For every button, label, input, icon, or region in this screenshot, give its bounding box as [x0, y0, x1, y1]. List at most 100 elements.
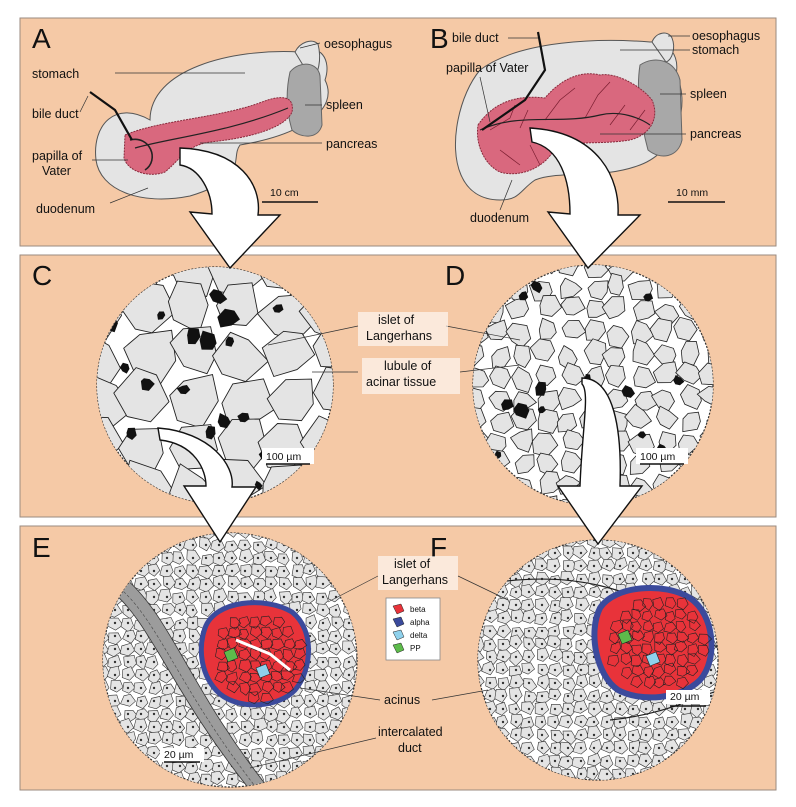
acinar-lobule	[509, 428, 533, 453]
acinar-lobule	[513, 344, 532, 369]
islet-cell	[249, 672, 262, 683]
cell-nucleus	[566, 707, 570, 711]
arrow-b-to-d	[529, 127, 642, 270]
acinar-cell	[560, 609, 573, 623]
acinar-cell	[521, 609, 537, 624]
cell-nucleus	[178, 699, 182, 703]
cell-nucleus	[592, 577, 596, 581]
cell-nucleus	[178, 582, 182, 586]
cell-nucleus	[592, 551, 596, 555]
cell-nucleus	[321, 634, 325, 638]
acinar-cell	[546, 558, 561, 574]
cell-nucleus	[165, 725, 169, 729]
cell-nucleus	[191, 608, 195, 612]
cell-nucleus	[295, 764, 299, 768]
cell-nucleus	[178, 621, 182, 625]
islet-cell	[664, 597, 677, 609]
cell-nucleus	[566, 603, 570, 607]
label-bile-duct-b: bile duct	[452, 31, 499, 45]
cell-nucleus	[153, 791, 155, 793]
cell-nucleus	[657, 720, 661, 724]
islet-cell	[631, 665, 645, 677]
islet-cell	[663, 662, 677, 675]
cell-nucleus	[139, 569, 143, 573]
cell-nucleus	[644, 746, 648, 750]
cell-nucleus	[488, 668, 492, 672]
islet-cell	[272, 616, 286, 628]
cell-nucleus	[592, 668, 596, 672]
cell-nucleus	[488, 694, 492, 698]
cell-nucleus	[566, 642, 570, 646]
cell-nucleus	[709, 694, 713, 698]
acinar-cell	[239, 533, 251, 539]
acinar-lobule	[312, 366, 333, 412]
islet-cell	[259, 615, 273, 627]
acinar-cell	[559, 741, 575, 757]
islet-cell	[653, 677, 666, 689]
cell-nucleus	[126, 634, 130, 638]
acinar-cell	[266, 719, 280, 733]
duodenum-loop-a	[129, 138, 154, 171]
cell-nucleus	[256, 712, 260, 716]
acinar-lobule	[539, 470, 562, 495]
cell-nucleus	[283, 791, 285, 793]
acinar-lobule	[490, 411, 515, 435]
islet-cell	[271, 659, 285, 674]
legend-swatch-delta	[392, 629, 405, 641]
pancreas-shape-b	[476, 73, 656, 175]
cell-nucleus	[592, 746, 596, 750]
cell-nucleus	[178, 556, 182, 560]
cell-nucleus	[592, 540, 596, 542]
acinar-cell	[572, 700, 589, 714]
cell-nucleus	[553, 746, 557, 750]
cell-nucleus	[139, 647, 143, 651]
acinar-cell	[588, 585, 603, 599]
islet-cell	[664, 653, 676, 667]
cell-nucleus	[309, 791, 311, 793]
islet-cell	[227, 660, 238, 673]
islet-cell	[642, 620, 655, 632]
cell-nucleus	[631, 577, 635, 581]
cell-nucleus	[566, 720, 570, 724]
islet-cell	[607, 654, 620, 667]
cell-nucleus	[217, 777, 221, 781]
acinar-cell	[200, 553, 216, 566]
label-spleen-b: spleen	[690, 87, 727, 101]
cell-nucleus	[709, 681, 713, 685]
acinar-cell	[292, 577, 307, 592]
acinar-cell	[587, 753, 602, 767]
acinar-cell	[276, 553, 290, 566]
cell-nucleus	[269, 712, 273, 716]
cell-nucleus	[321, 621, 325, 625]
acinar-lobule	[675, 361, 703, 385]
islet-cell	[651, 665, 665, 679]
islet-cell	[687, 632, 700, 644]
cell-nucleus	[644, 707, 648, 711]
acinar-cell	[162, 575, 176, 590]
acinar-cell	[144, 655, 159, 670]
acinar-cell	[548, 648, 565, 663]
cell-nucleus	[165, 699, 169, 703]
acinar-lobule	[652, 361, 679, 384]
cell-nucleus	[514, 603, 518, 607]
acinar-lobule	[605, 364, 626, 388]
acinar-cell	[290, 732, 306, 748]
acinar-lobule	[649, 318, 673, 343]
islet-dot	[643, 293, 654, 302]
cell-nucleus	[579, 642, 583, 646]
cell-nucleus	[178, 608, 182, 612]
pp-cell-e	[223, 647, 239, 663]
acinar-lobule	[266, 378, 314, 422]
cell-nucleus	[579, 668, 583, 672]
cell-nucleus	[488, 642, 492, 646]
cell-nucleus	[282, 764, 286, 768]
islet-cell	[676, 666, 691, 677]
cell-nucleus	[269, 777, 273, 781]
cell-nucleus	[579, 629, 583, 633]
islet-cell	[293, 647, 306, 660]
cell-nucleus	[217, 712, 221, 716]
islet-cell	[632, 599, 647, 612]
cell-nucleus	[204, 569, 208, 573]
cell-nucleus	[217, 582, 221, 586]
